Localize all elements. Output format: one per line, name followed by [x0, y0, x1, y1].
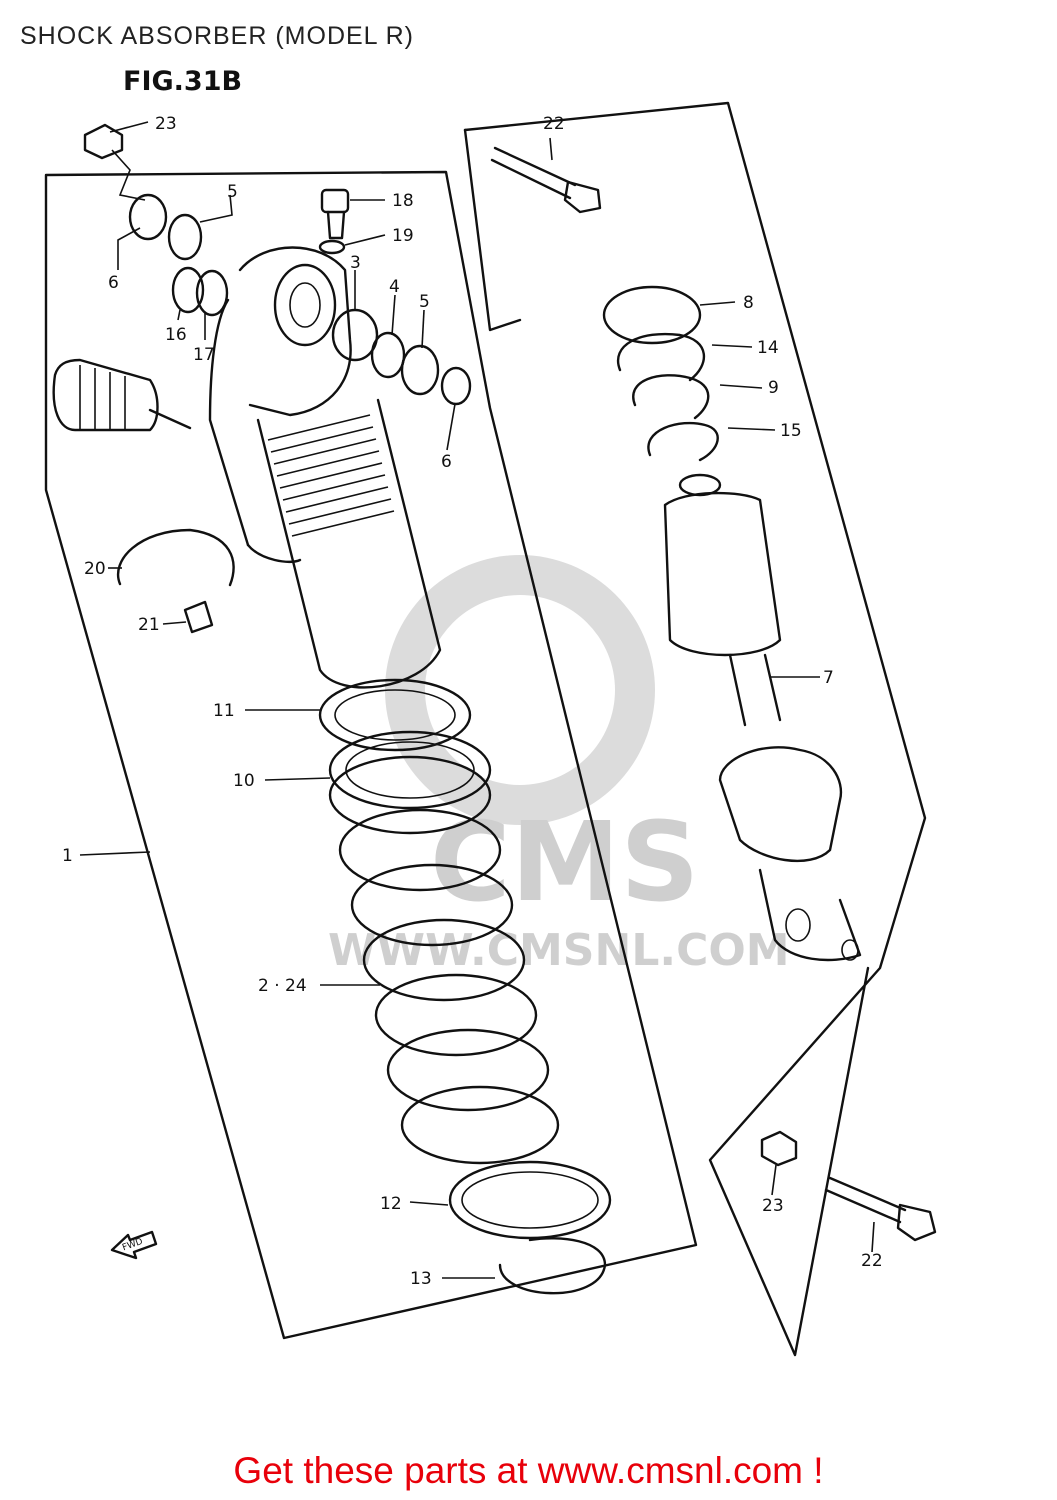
threaded-section — [267, 414, 395, 537]
callout-13: 13 — [410, 1269, 432, 1289]
spring-seat — [448, 1160, 612, 1240]
callout-7: 7 — [823, 668, 834, 688]
figure-label: FIG.31B — [123, 66, 243, 97]
exploded-parts-diagram: CMS WWW.CMSNL.COM — [44, 101, 937, 1357]
callout-22-bottom: 22 — [861, 1251, 883, 1271]
spring-clips — [602, 285, 719, 462]
callout-labels: 23 22 5 18 19 6 3 4 5 8 16 17 14 9 15 6 … — [62, 114, 883, 1289]
callout-1: 1 — [62, 846, 73, 866]
assembly-outline-right — [463, 101, 927, 1357]
watermark-url: WWW.CMSNL.COM — [328, 925, 790, 976]
stopper-ring — [498, 1237, 607, 1295]
shock-body — [208, 246, 442, 689]
callout-17: 17 — [193, 345, 215, 365]
callout-16: 16 — [165, 325, 187, 345]
callout-11: 11 — [213, 701, 235, 721]
callout-9: 9 — [768, 378, 779, 398]
bearing-3-4-5 — [331, 308, 472, 406]
page-title: SHOCK ABSORBER (MODEL R) — [20, 22, 414, 50]
callout-5-left: 5 — [227, 182, 238, 202]
nut-23-top — [83, 123, 124, 160]
callout-2-24: 2 · 24 — [258, 976, 307, 996]
bolt-22-bottom — [824, 1176, 937, 1242]
callout-22-top: 22 — [543, 114, 565, 134]
assembly-outline-left — [44, 170, 698, 1340]
watermark-logo-inner — [425, 595, 615, 785]
callout-10: 10 — [233, 771, 255, 791]
callout-8: 8 — [743, 293, 754, 313]
callout-4: 4 — [389, 277, 400, 297]
coil-spring — [328, 755, 560, 1165]
callout-18: 18 — [392, 191, 414, 211]
watermark: CMS WWW.CMSNL.COM — [328, 555, 790, 976]
callout-20: 20 — [84, 559, 106, 579]
callout-15: 15 — [780, 421, 802, 441]
watermark-brand: CMS — [430, 798, 699, 926]
lock-nut-10 — [328, 730, 492, 810]
callout-5-right: 5 — [419, 292, 430, 312]
callout-23-top: 23 — [155, 114, 177, 134]
bolt-18 — [318, 188, 350, 255]
callout-19: 19 — [392, 226, 414, 246]
lock-nut-11 — [318, 678, 472, 752]
callout-21: 21 — [138, 615, 160, 635]
callout-3: 3 — [350, 253, 361, 273]
callout-12: 12 — [380, 1194, 402, 1214]
callout-6-left: 6 — [108, 273, 119, 293]
callout-14: 14 — [757, 338, 779, 358]
fwd-arrow-icon: FWD — [110, 1230, 158, 1260]
damper-rod-assembly — [663, 473, 862, 962]
callout-23-bottom: 23 — [762, 1196, 784, 1216]
leader-lines — [79, 121, 875, 1279]
footer-link[interactable]: Get these parts at www.cmsnl.com ! — [233, 1450, 824, 1491]
reservoir-cap — [52, 358, 192, 432]
nut-23-bottom — [760, 1130, 798, 1167]
bolt-22-top — [490, 146, 602, 214]
callout-6-right: 6 — [441, 452, 452, 472]
seals-left — [117, 193, 235, 634]
